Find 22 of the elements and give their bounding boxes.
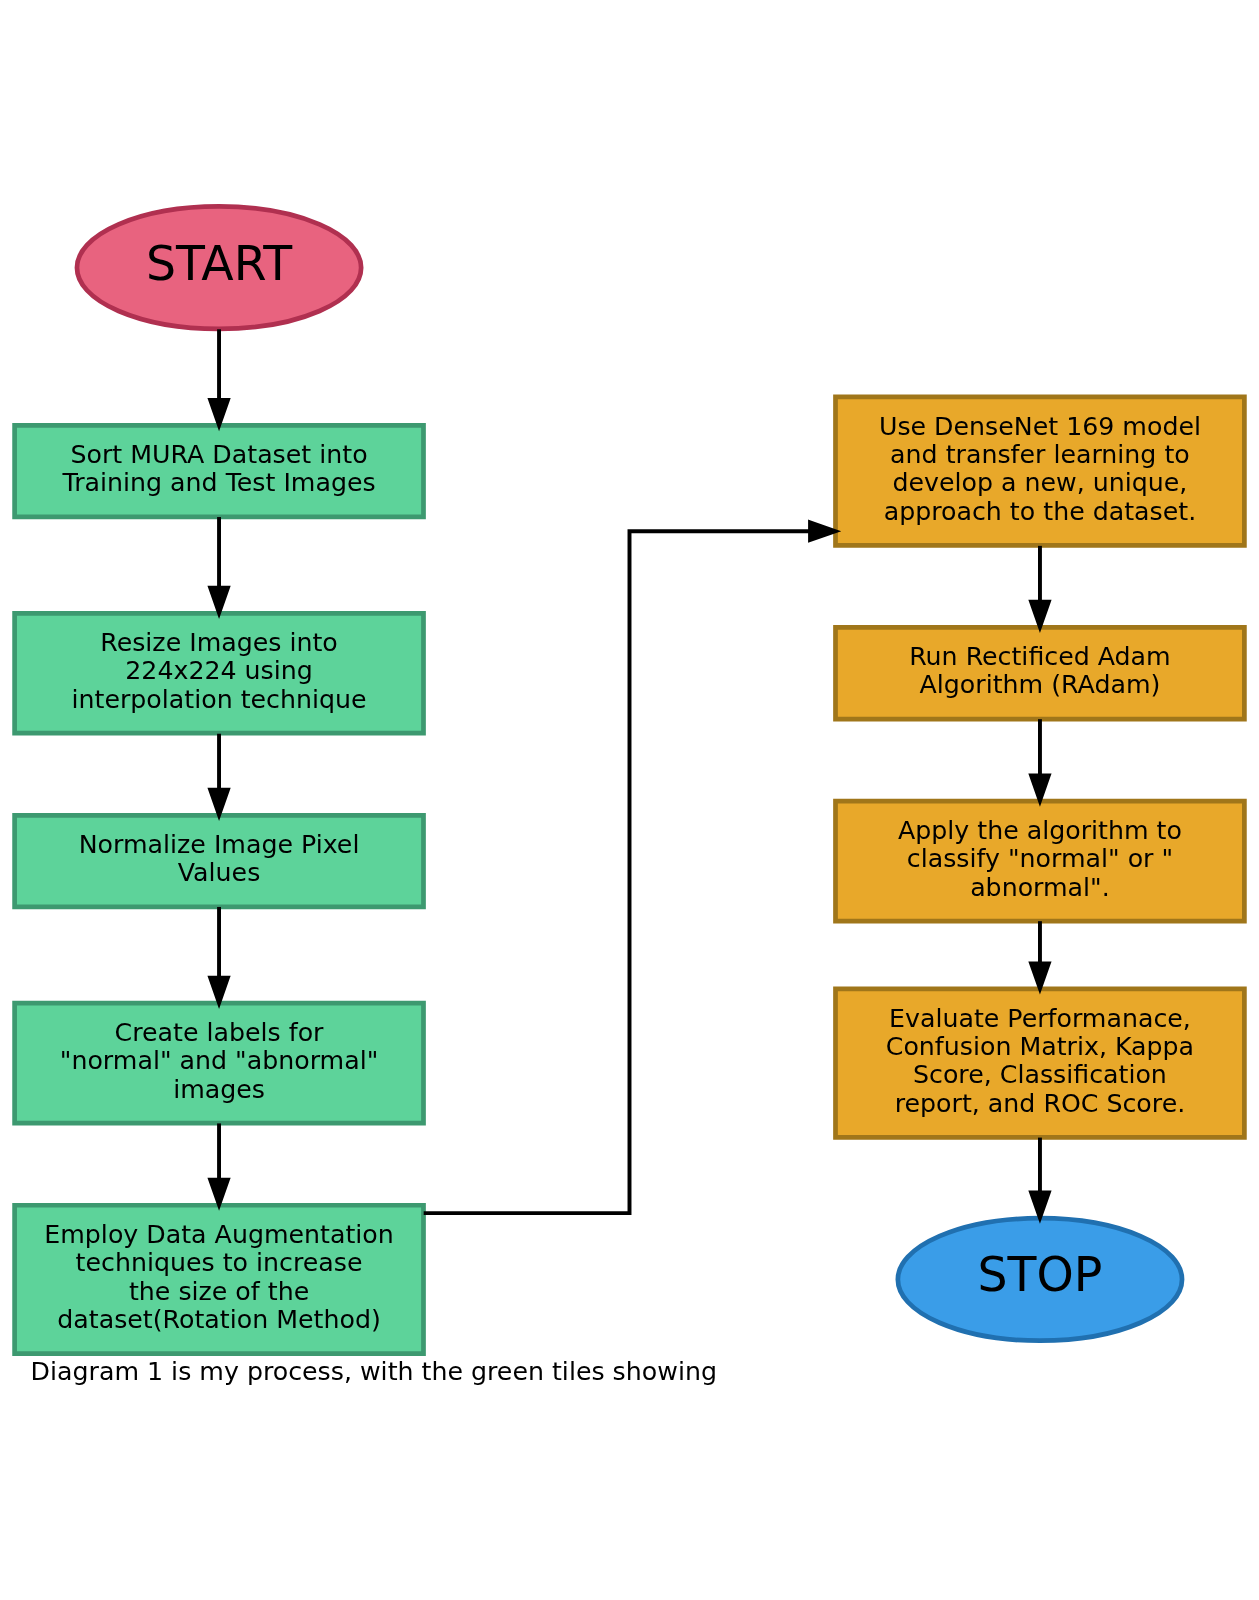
node-box: Resize Images into 224x224 using interpolation technique bbox=[12, 610, 426, 736]
arrow bbox=[207, 328, 231, 431]
caption: Diagram 1 is my process, with the green tiles showing bbox=[30, 1356, 717, 1386]
node-box: Run Rectificed Adam Algorithm (RAdam) bbox=[833, 624, 1247, 721]
node-box: Sort MURA Dataset into Training and Test Images bbox=[12, 422, 426, 519]
node-box: Evaluate Performanace, Confusion Matrix, Kappa Score, Classification report, and ROC Score. bbox=[833, 986, 1247, 1140]
node-ellipse: START bbox=[74, 203, 364, 331]
node-ellipse: STOP bbox=[895, 1215, 1185, 1343]
arrow bbox=[1028, 920, 1052, 995]
arrow bbox=[207, 1122, 231, 1211]
arrow bbox=[1028, 1137, 1052, 1224]
arrow bbox=[1028, 545, 1052, 633]
node-box: Normalize Image Pixel Values bbox=[12, 812, 426, 909]
node-box: Use DenseNet 169 model and transfer learning to develop a new, unique, approach to the dataset. bbox=[833, 394, 1247, 548]
arrow bbox=[207, 516, 231, 619]
node-box: Employ Data Augmentation techniques to increase the size of the dataset(Rotation Method) bbox=[12, 1202, 426, 1356]
arrow bbox=[207, 906, 231, 1009]
node-box: Apply the algorithm to classify "normal" or " abnormal". bbox=[833, 798, 1247, 923]
arrow bbox=[423, 519, 842, 1215]
arrow bbox=[1028, 718, 1052, 807]
node-box: Create labels for "normal" and "abnormal" images bbox=[12, 1000, 426, 1126]
arrow bbox=[207, 733, 231, 821]
